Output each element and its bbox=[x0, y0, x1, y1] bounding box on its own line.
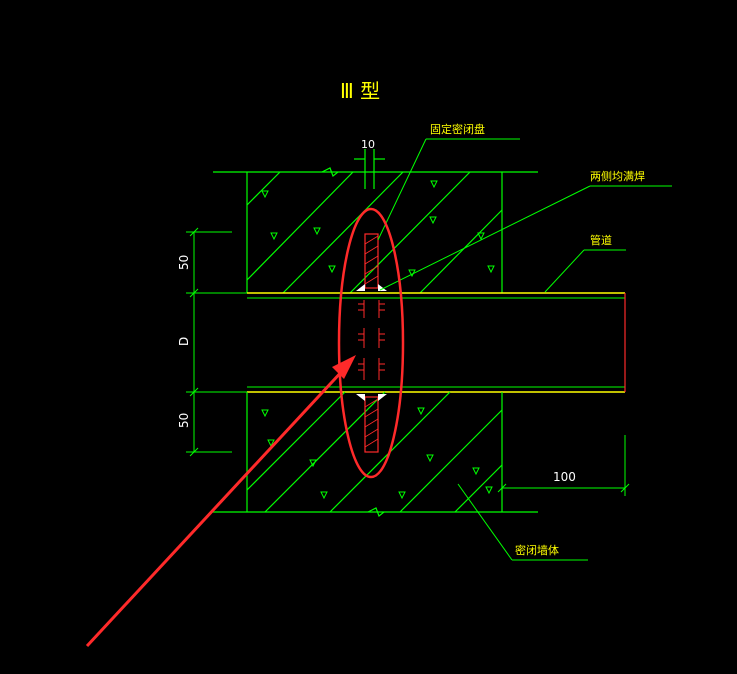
label-weld-both-sides: 两侧均满焊 bbox=[590, 169, 645, 183]
plate-thickness-dim: 10 bbox=[361, 138, 375, 151]
wall-top-block bbox=[246, 171, 503, 294]
markup-ellipse bbox=[337, 207, 405, 479]
markup-arrow bbox=[85, 355, 356, 648]
label-fixing-plate: 固定密闭盘 bbox=[430, 122, 485, 136]
left-dimensions bbox=[186, 227, 247, 457]
fixing-plate bbox=[356, 233, 387, 453]
diameter-dim: D bbox=[177, 337, 191, 346]
pipe bbox=[247, 292, 626, 393]
extension-dimension bbox=[497, 435, 630, 496]
extension-dim: 100 bbox=[553, 470, 576, 484]
bottom-offset-dim: 50 bbox=[177, 413, 191, 428]
label-wall: 密闭墙体 bbox=[515, 543, 559, 557]
top-offset-dim: 50 bbox=[177, 255, 191, 270]
label-pipe: 管道 bbox=[590, 233, 612, 247]
wall-bottom-markers bbox=[261, 407, 493, 500]
top-boundary bbox=[213, 149, 538, 189]
drawing-title: Ⅲ 型 bbox=[340, 79, 380, 103]
leader-lines bbox=[377, 138, 672, 561]
